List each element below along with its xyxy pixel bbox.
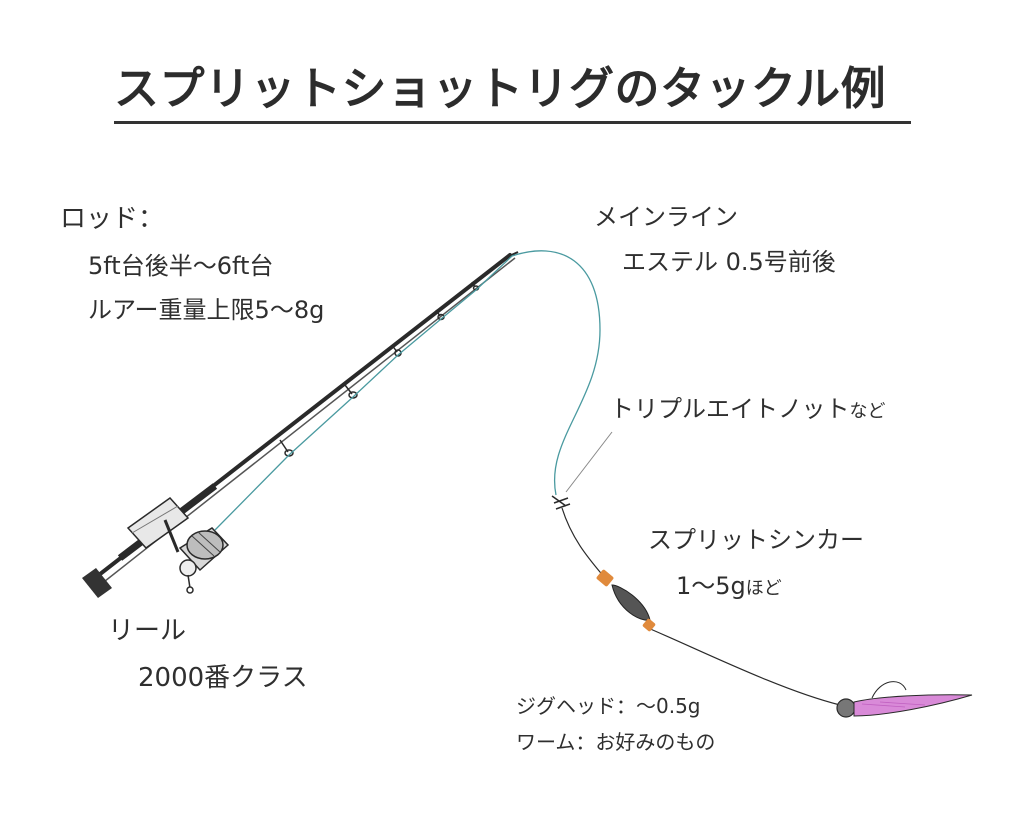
main-line-spec: エステル 0.5号前後 (622, 248, 836, 276)
rod-length: 5ft台後半〜6ft台 (88, 252, 274, 280)
knot-label: トリプルエイトノットなど (610, 397, 886, 421)
sinker-heading: スプリットシンカー (648, 526, 864, 554)
main-line (214, 250, 601, 531)
leader-line (561, 507, 841, 706)
sinker-suffix: ほど (745, 578, 782, 599)
reel-heading: リール (108, 616, 187, 646)
rod-heading: ロッド： (60, 204, 165, 234)
title-underline (114, 121, 911, 124)
main-line-heading: メインライン (594, 203, 738, 231)
spinning-reel (163, 519, 230, 594)
knot-suffix: など (849, 401, 886, 422)
page-title: スプリットショットリグのタックル例 (114, 62, 887, 115)
knot-pointer (565, 431, 613, 493)
rod-butt-icon (82, 568, 112, 598)
rod-lure-weight: ルアー重量上限5〜8g (88, 296, 325, 324)
worm-label: ワーム：お好みのもの (516, 730, 716, 754)
jighead-label: ジグヘッド：〜0.5g (516, 694, 701, 718)
split-sinker (596, 569, 656, 632)
sinker-weight: 1〜5g (676, 572, 746, 600)
knot-icon (551, 495, 571, 510)
sinker-weight-label: 1〜5gほど (676, 574, 782, 598)
reel-size: 2000番クラス (138, 663, 308, 693)
jighead-worm (836, 681, 973, 718)
reel-seat (126, 497, 190, 549)
knot-name: トリプルエイトノット (610, 395, 850, 423)
